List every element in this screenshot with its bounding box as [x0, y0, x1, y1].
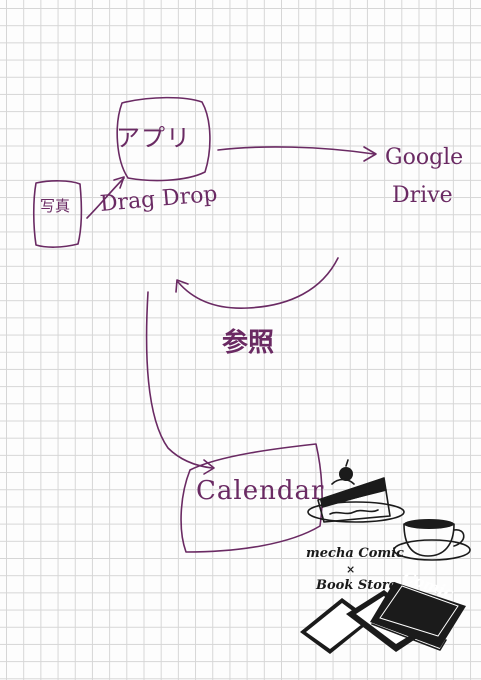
photo-label: 写真	[40, 197, 71, 215]
app-label: アプリ	[116, 124, 191, 152]
app-box	[116, 96, 211, 182]
arrowhead-app-to-drive	[363, 146, 377, 162]
photo-box	[32, 180, 83, 248]
arrowhead-photo-to-app	[113, 176, 125, 189]
arrow-app-to-calendar	[145, 291, 213, 469]
calendar-label: Calendar	[196, 476, 325, 506]
cake-illustration	[307, 459, 405, 523]
comic-book-illustration	[370, 582, 466, 651]
illustration-title: mecha Comic	[306, 546, 404, 561]
google-drive-label: Google	[385, 145, 464, 170]
calendar-box	[180, 443, 323, 553]
reference-label: 参照	[222, 328, 275, 358]
google-drive-label-line2: Drive	[392, 183, 453, 208]
illustration-subtitle: Book Store	[316, 578, 398, 593]
arrow-drive-to-app	[177, 257, 339, 309]
arrow-photo-to-app	[86, 177, 125, 219]
arrowhead-drive-to-app	[175, 279, 189, 293]
illustration-separator: ×	[346, 563, 356, 576]
coffee-cup-illustration	[393, 519, 471, 561]
arrow-app-to-drive	[217, 146, 375, 155]
